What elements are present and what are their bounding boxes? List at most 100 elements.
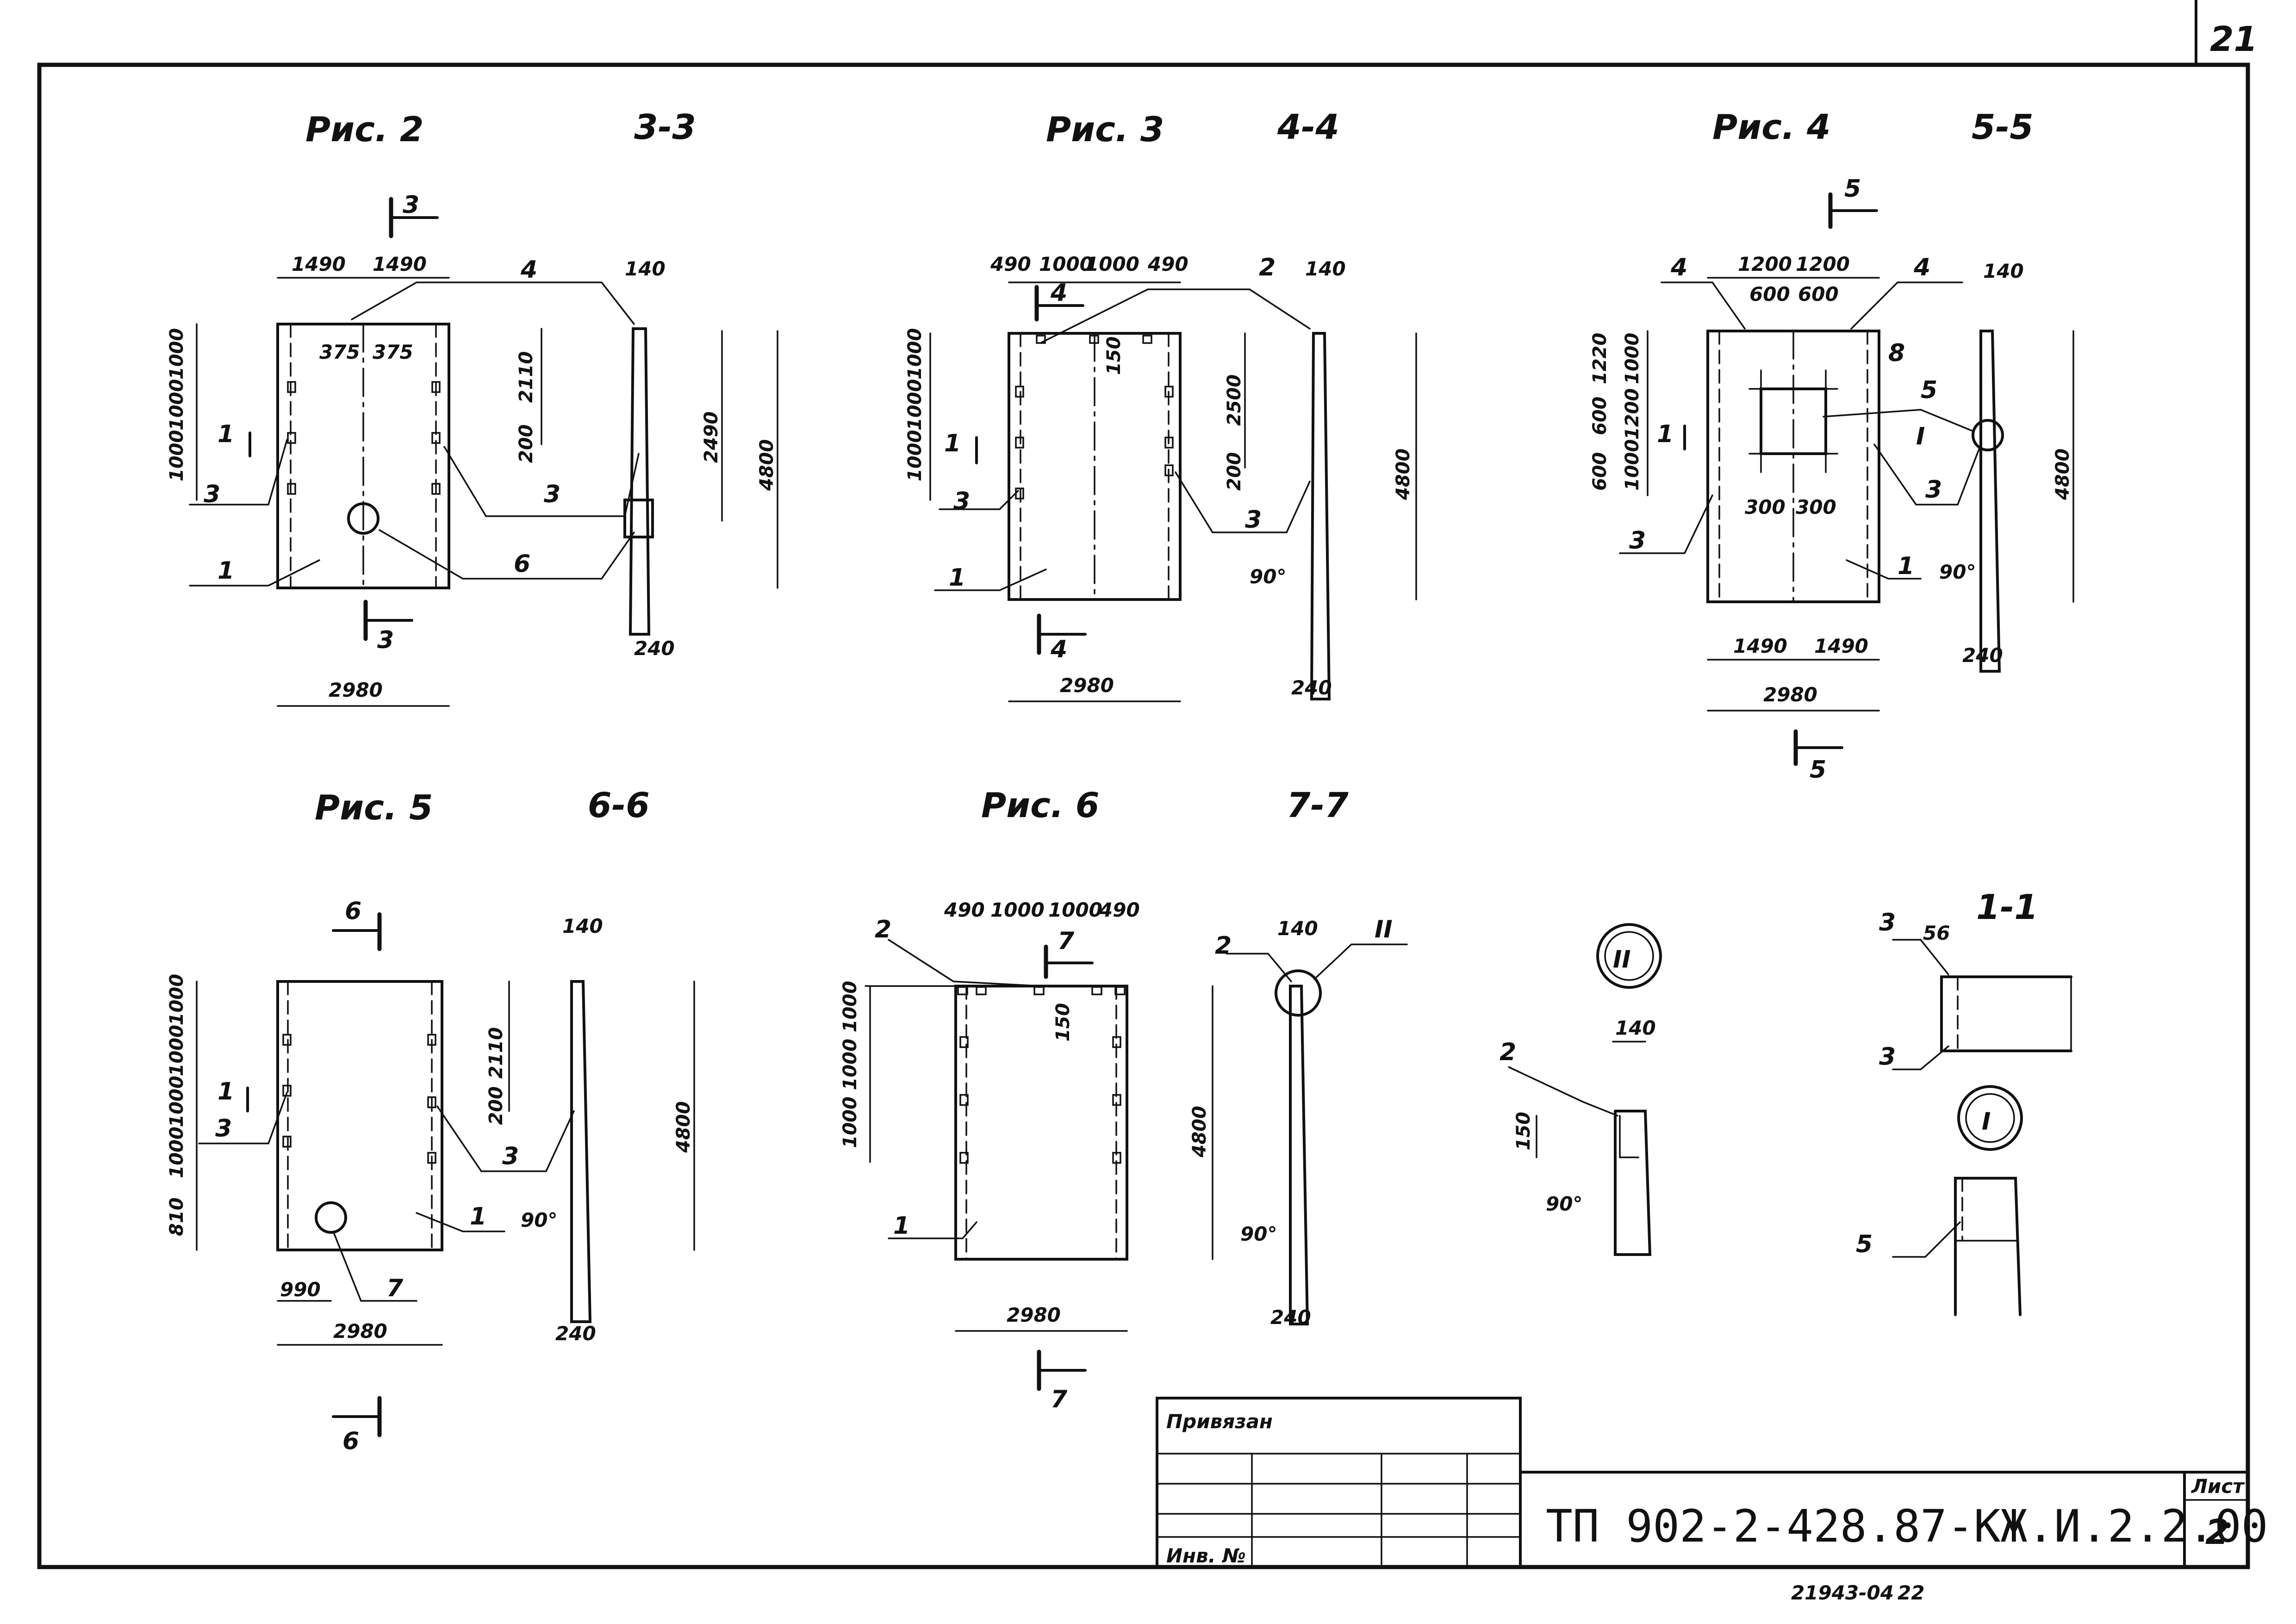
figure-2-callout: 4 — [520, 256, 537, 284]
figure-5-section-mark: 1 — [218, 1078, 234, 1106]
title-block-code-cell — [1519, 1471, 2249, 1568]
figure-2-embed — [287, 483, 296, 495]
figure-5-embed — [427, 1034, 436, 1046]
figure-6-title: Рис. 6 — [981, 786, 1099, 825]
inventory-label: Инв. № — [1166, 1544, 1246, 1567]
figure-6-callout: 2 — [1215, 932, 1232, 960]
figure-3-callout: 3 — [953, 487, 970, 515]
figure-2-leader-3a — [189, 439, 288, 506]
detail-II-leader-2 — [1508, 1066, 1618, 1117]
figure-4-dim-left: 1200 — [1622, 388, 1643, 440]
figure-4-dim-right: 4800 — [2052, 449, 2073, 500]
figure-2-dim-right: 200 — [516, 425, 537, 463]
figure-6-profile-bottom: 240 — [1270, 1306, 1311, 1329]
figure-4-dim-top: 1200 — [1796, 253, 1850, 275]
figure-2-embed — [431, 381, 441, 393]
figure-3-profile-top: 140 — [1305, 257, 1346, 280]
figure-3-dim-top: 1000 — [1039, 253, 1093, 275]
figure-3-embed — [1164, 386, 1174, 398]
figure-5-cut-label-bottom: 6 — [342, 1427, 359, 1455]
figure-6-leader-1 — [888, 1221, 977, 1239]
figure-5-dim-left: 1000 — [166, 974, 187, 1025]
title-block: Привязан Инв. № ТП 902-2-428.87-КЖ.И.2.2… — [1156, 1397, 2268, 1568]
figure-4-dim-inner: 600 — [1749, 283, 1790, 306]
section-1-1-callout: 3 — [1879, 1043, 1896, 1071]
figure-4-detail-circle — [1972, 419, 2004, 451]
sheet-label: Лист — [2190, 1475, 2245, 1498]
figure-3-embed — [1015, 386, 1024, 398]
page-number: 22 — [1898, 1581, 1924, 1604]
figure-6-embed — [1114, 986, 1126, 995]
detail-I-badge — [1957, 1085, 2023, 1151]
figure-5-dim-left: 1000 — [166, 1076, 187, 1127]
figure-5-section-title: 6-6 — [588, 786, 650, 825]
figure-4-profile-bottom: 240 — [1962, 644, 2003, 667]
figure-5-dim-left: 1000 — [166, 1127, 187, 1178]
figure-2-embed — [287, 381, 296, 393]
figure-6-profile — [1289, 985, 1309, 1325]
figure-3-dim-right: 4800 — [1393, 449, 1414, 500]
figure-5-dim-right: 2110 — [485, 1027, 507, 1079]
figure-2-dim-inner: 375 — [319, 341, 360, 363]
detail-I-badge-inner — [1965, 1093, 2015, 1143]
figure-5-callout: 3 — [502, 1143, 519, 1170]
figure-2-callout: 6 — [514, 550, 530, 578]
figure-4-dim-inner: 300 — [1745, 496, 1786, 518]
figure-3-dim-bottom: 2980 — [1060, 674, 1114, 697]
figure-3-callout: 3 — [1245, 506, 1262, 534]
figure-5: Рис. 5 6-6 6 1000 1000 1000 1000 810 1 2… — [166, 786, 695, 1455]
figure-2-embed — [431, 483, 441, 495]
figure-2-dim-left: 1000 — [166, 379, 187, 431]
figure-6-callout: 1 — [893, 1212, 910, 1240]
figure-5-dim-left: 810 — [166, 1198, 187, 1237]
figure-3-section-mark: 1 — [944, 430, 961, 457]
figure-3-dim-right: 2500 — [1224, 375, 1245, 426]
figure-4-dim-bottom-split: 1490 — [1733, 635, 1787, 657]
figure-3-leader-3a — [939, 490, 1019, 510]
detail-II-angle: 90° — [1546, 1193, 1582, 1215]
figure-3-leader-3b — [1175, 471, 1311, 533]
figure-4-dim-left: 1220 — [1589, 333, 1611, 384]
figure-3-cut-label-top: 4 — [1050, 279, 1067, 307]
section-1-1-leader-3b — [1892, 1045, 1949, 1070]
figure-4-leader-5 — [1823, 409, 1972, 431]
figure-4-profile — [1979, 330, 2001, 673]
figure-4-title: Рис. 4 — [1712, 107, 1830, 147]
section-1-1-callout: 3 — [1879, 909, 1896, 937]
figure-2-callout: 1 — [218, 557, 234, 585]
figure-4-leader-3b — [1873, 443, 1982, 506]
figure-3-callout: 1 — [949, 564, 965, 592]
figure-6-embed — [976, 986, 987, 995]
figure-4-callout: 4 — [1913, 254, 1930, 281]
figure-5-title: Рис. 5 — [315, 788, 433, 828]
detail-II-width: 140 — [1615, 1017, 1656, 1039]
figure-6-profile-top: 140 — [1277, 917, 1318, 940]
figure-6-embed — [1091, 986, 1102, 995]
figure-4-callout: 3 — [1629, 527, 1646, 555]
figure-3-profile — [1310, 332, 1331, 700]
figure-6-dim-left: 1000 — [840, 1097, 861, 1148]
figure-4-section-mark: 1 — [1657, 420, 1674, 448]
figure-4-leader-3a — [1619, 494, 1713, 554]
figure-3-title: Рис. 3 — [1046, 110, 1164, 150]
figure-3-dim-top: 490 — [990, 253, 1031, 275]
figure-2-profile-bottom: 240 — [634, 637, 675, 660]
sheet-number: 21 — [2210, 19, 2258, 59]
figure-6-leader-2b — [1226, 953, 1292, 982]
detail-II-section — [1614, 1110, 1652, 1256]
figure-3-dim-right: 150 — [1103, 337, 1125, 375]
figure-5-profile — [570, 980, 592, 1323]
figure-2-cut-label-top: 3 — [403, 191, 419, 219]
figure-3-dim-top: 490 — [1147, 253, 1188, 275]
figure-2-dim-right: 2490 — [701, 412, 722, 463]
figure-3-embed — [1164, 437, 1174, 449]
document-code: ТП 902-2-428.87-КЖ.И.2.2.00 — [1546, 1500, 2268, 1552]
figure-4-cut-label-bottom: 5 — [1810, 756, 1826, 784]
figure-5-callout: 1 — [470, 1203, 486, 1230]
figure-5-embed — [427, 1152, 436, 1164]
figure-3-profile-bottom: 240 — [1291, 676, 1332, 699]
detail-I-callout: 5 — [1856, 1230, 1873, 1258]
figure-3-embed — [1142, 335, 1152, 344]
figure-4-dim-left: 1000 — [1622, 333, 1643, 384]
figure-6-embed — [957, 986, 968, 995]
